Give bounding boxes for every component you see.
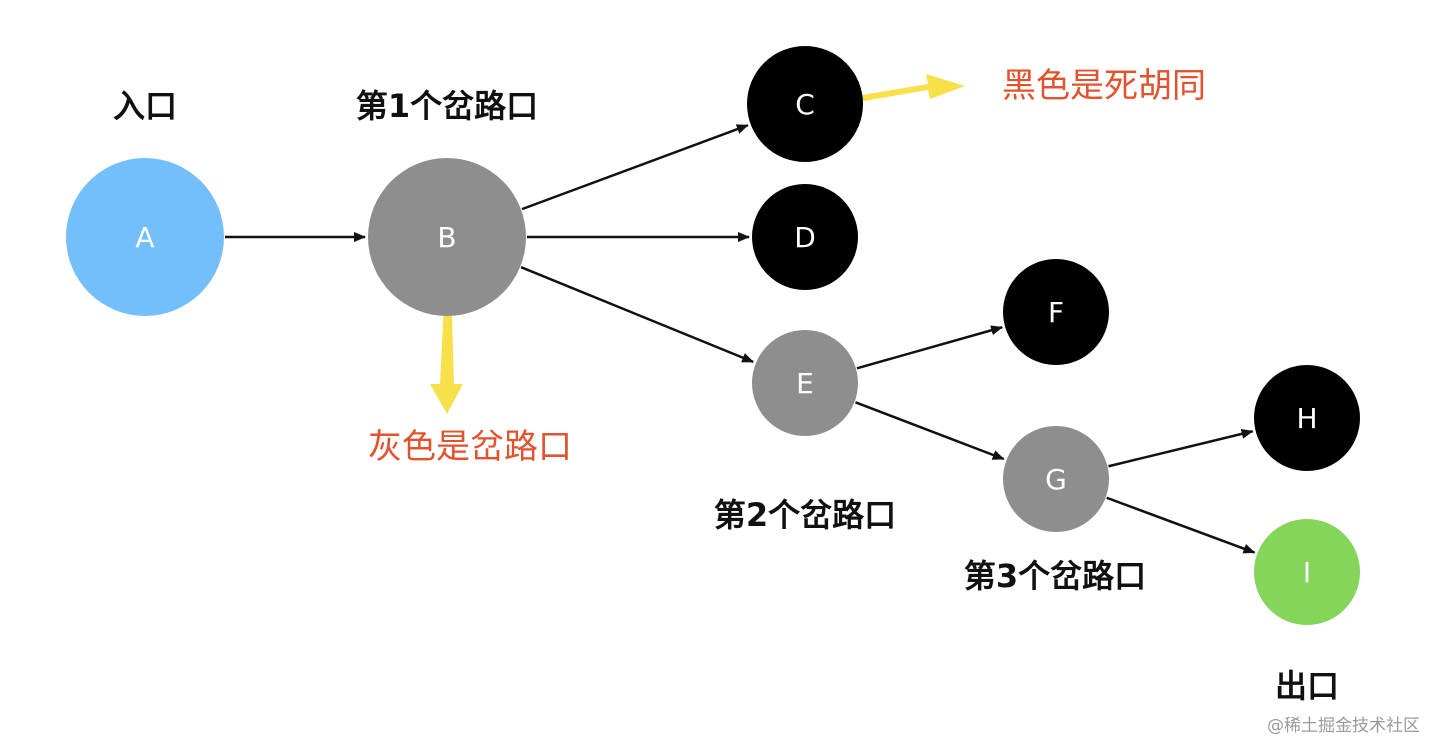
node-b: B <box>368 158 526 316</box>
node-c-label: C <box>795 88 815 121</box>
node-d: D <box>752 184 858 290</box>
edge-e-f <box>856 325 1004 370</box>
node-g-circle <box>1003 426 1109 532</box>
node-a: A <box>66 158 224 316</box>
node-h: H <box>1254 365 1360 471</box>
fork-1-label: 第1个岔路口 <box>356 87 538 125</box>
node-f-circle <box>1003 259 1109 365</box>
entry-label: 入口 <box>113 87 177 125</box>
exit-label: 出口 <box>1275 667 1339 705</box>
node-e-circle <box>752 330 858 436</box>
pointer-arrow-fork <box>430 284 463 414</box>
node-f: F <box>1003 259 1109 365</box>
fork-2-label: 第2个岔路口 <box>714 496 896 534</box>
node-h-circle <box>1254 365 1360 471</box>
node-e: E <box>752 330 858 436</box>
edge-g-i <box>1106 496 1256 554</box>
dead-end-note: 黑色是死胡同 <box>1002 66 1206 106</box>
node-c: C <box>747 46 863 162</box>
node-d-label: D <box>794 221 816 254</box>
fork-3-label: 第3个岔路口 <box>964 557 1146 595</box>
node-b-circle <box>368 158 526 316</box>
node-g: G <box>1003 426 1109 532</box>
edge-b-e <box>520 266 755 364</box>
node-a-label: A <box>135 221 154 254</box>
node-f-label: F <box>1048 296 1064 329</box>
edge-b-c <box>521 124 749 211</box>
edge-g-h <box>1108 428 1254 468</box>
node-i: I <box>1254 519 1360 625</box>
node-e-label: E <box>796 367 814 400</box>
node-i-label: I <box>1303 556 1311 589</box>
watermark: @稀土掘金技术社区 <box>1267 716 1420 736</box>
edges <box>225 124 1256 554</box>
node-h-label: H <box>1296 402 1317 435</box>
node-i-circle <box>1254 519 1360 625</box>
fork-note: 灰色是岔路口 <box>368 427 572 467</box>
node-a-circle <box>66 158 224 316</box>
node-b-label: B <box>437 221 456 254</box>
edge-e-g <box>854 401 1005 461</box>
pointer-arrow-dead-end <box>850 74 965 103</box>
node-c-circle <box>747 46 863 162</box>
node-d-circle <box>752 184 858 290</box>
node-g-label: G <box>1045 463 1067 496</box>
